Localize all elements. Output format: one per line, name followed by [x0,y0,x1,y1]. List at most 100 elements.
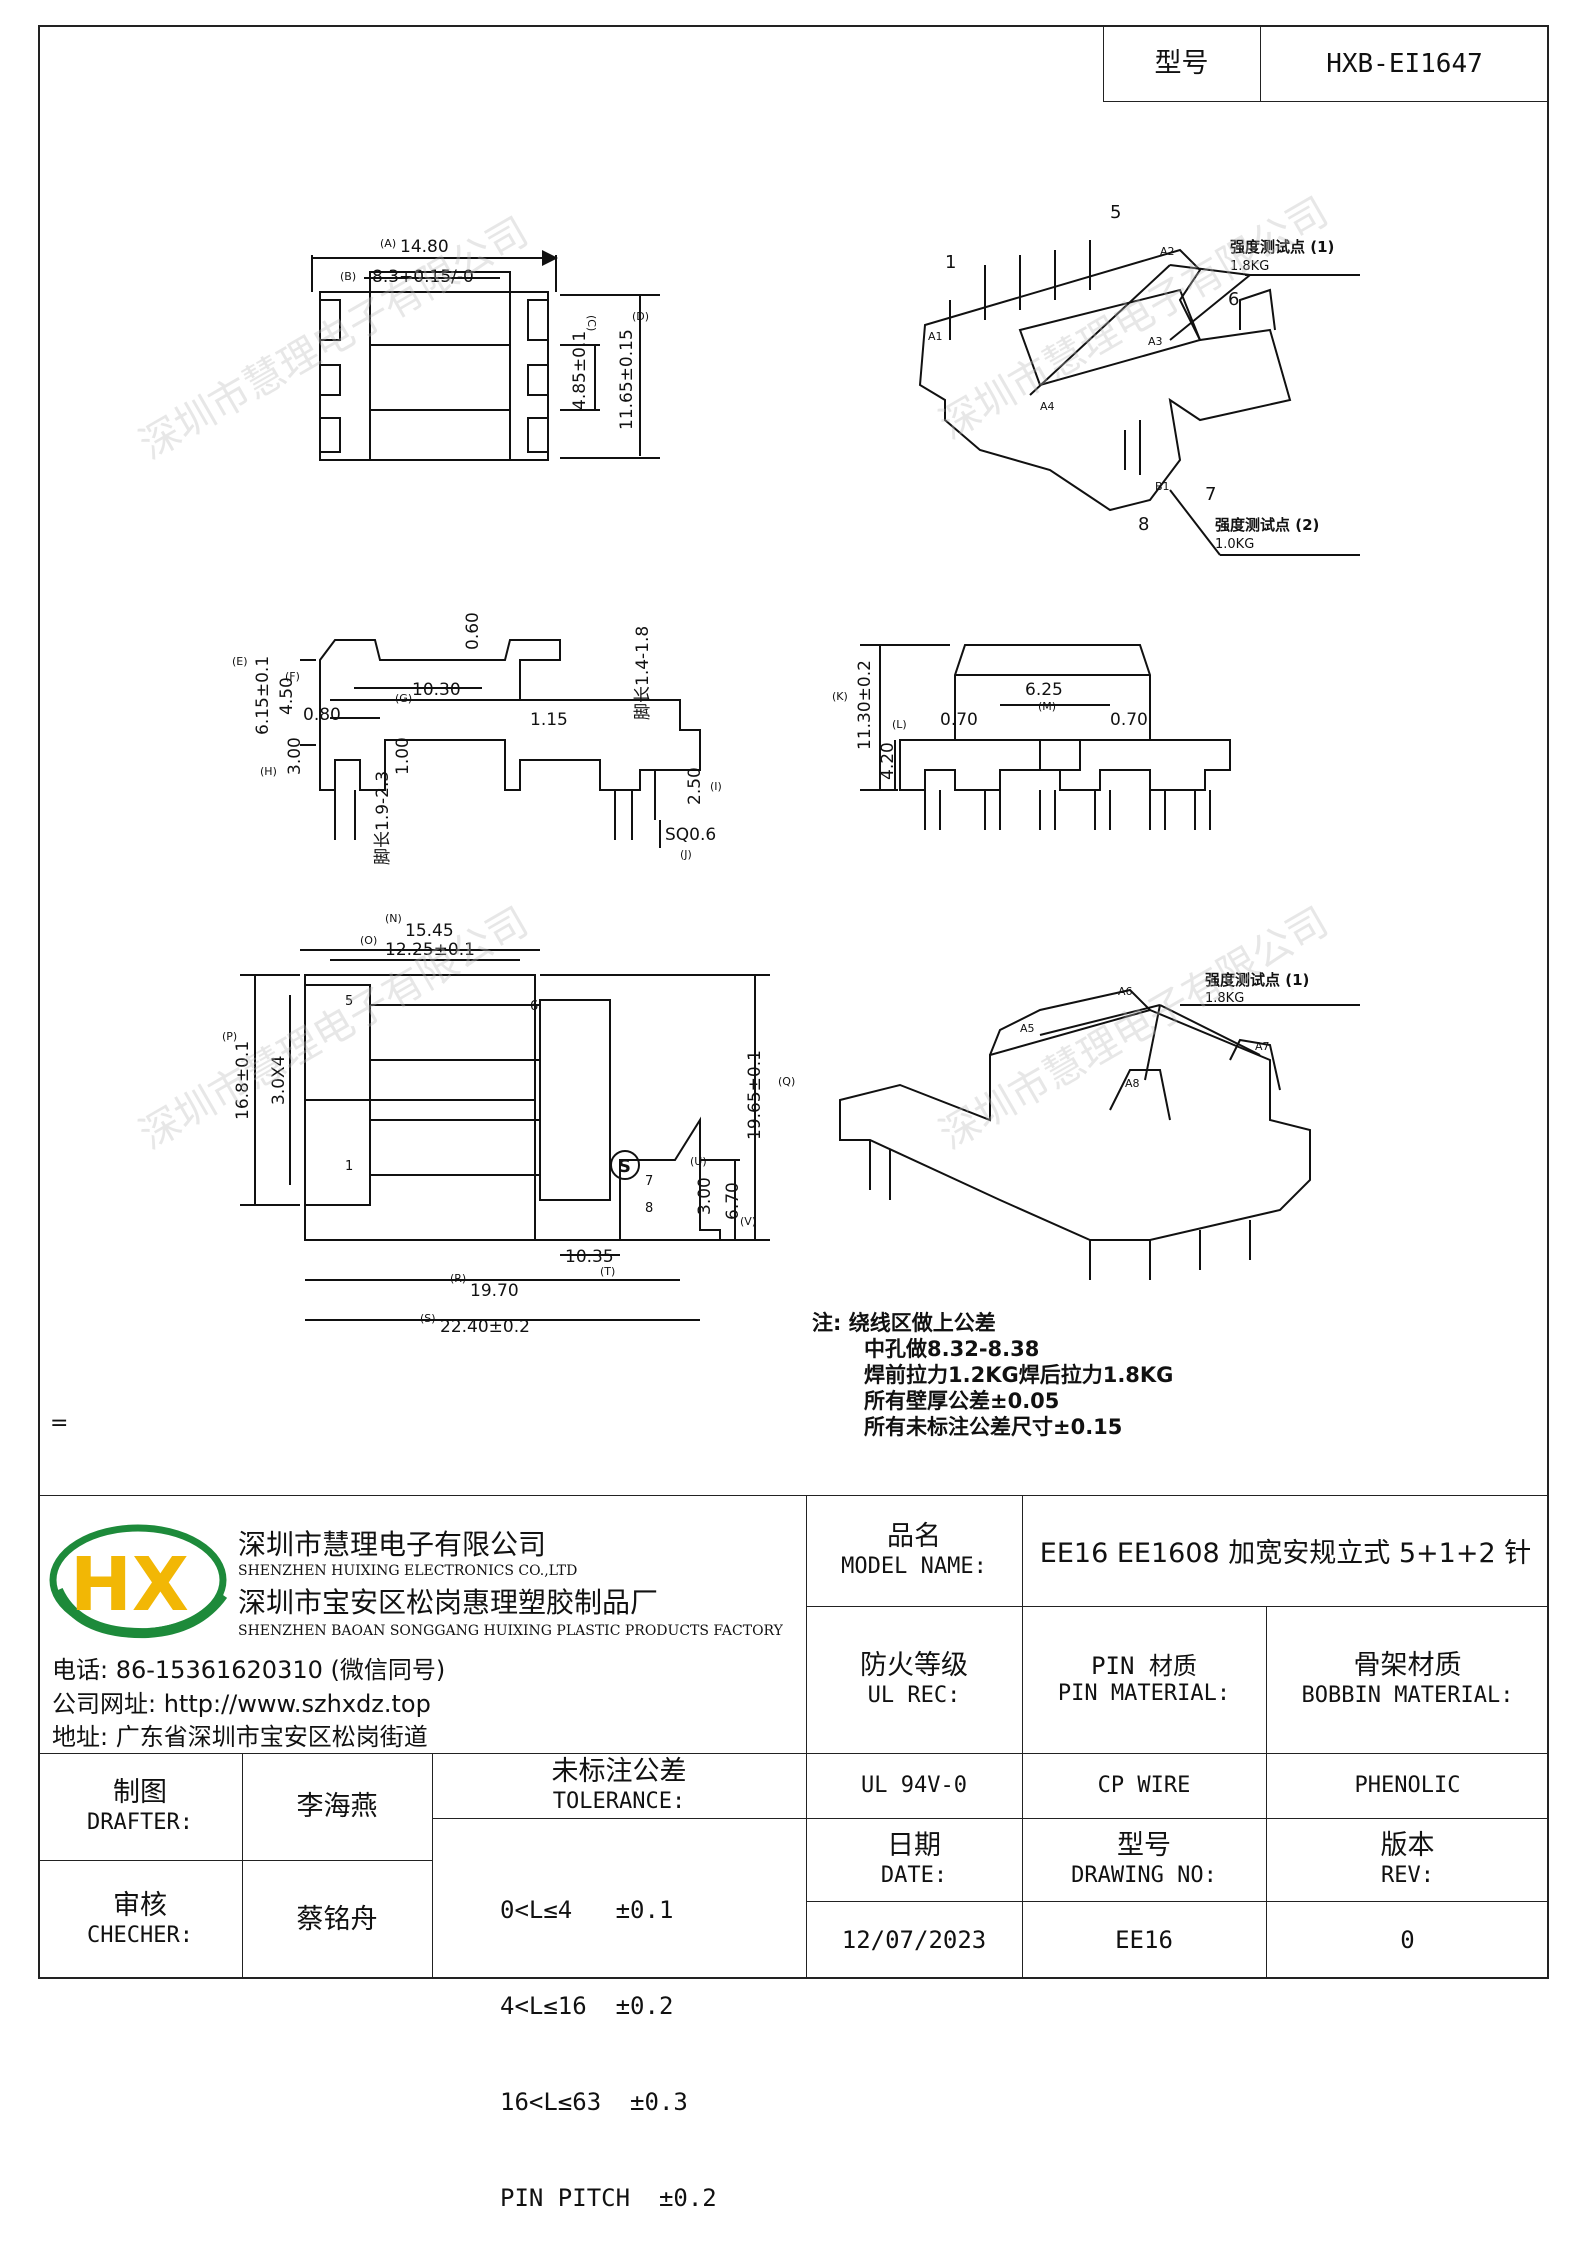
dim-g: 10.30 [412,680,461,700]
note-line: 焊前拉力1.2KG焊后拉力1.8KG [864,1363,1174,1387]
dim-n-marker: (N) [385,912,402,925]
dim-a: 14.80 [400,237,449,257]
test-point: A2 [1160,245,1175,258]
dim-s-marker: (S) [420,1312,436,1325]
pin-material-value: CP WIRE [1097,1772,1191,1798]
tolerance-line: 4<L≤16 ±0.2 [500,1992,674,2020]
pin-label: 7 [1205,484,1216,505]
test-point: B1 [1155,480,1170,493]
iso-bottom-outline [839,988,1360,1280]
dim-i-marker: (I) [710,780,722,793]
dim-t: 10.35 [565,1247,614,1267]
note-line: 所有未标注公差尺寸±0.15 [864,1415,1123,1439]
tolerance-line: 16<L≤63 ±0.3 [500,2088,688,2116]
drawing-no-value: EE16 [1115,1926,1173,1954]
dim-100: 1.00 [393,737,413,775]
dim-f-marker: (F) [285,670,300,683]
company-phone: 电话: 86-15361620310 (微信同号) [52,1656,446,1684]
dim-b-marker: (B) [340,270,356,283]
dim-060: 0.60 [463,612,483,650]
iso-top-outline [918,240,1360,556]
test-point: A4 [1040,400,1055,413]
dim-j: SQ0.6 [665,825,716,845]
tolerance-values: 0<L≤4 ±0.1 4<L≤16 ±0.2 16<L≤63 ±0.3 PIN … [500,1830,717,2246]
dim-r-marker: (R) [450,1272,466,1285]
header-model-value: HXB-EI1647 [1326,48,1483,79]
rev-value: 0 [1400,1926,1415,1954]
pin-length-b: 脚长1.4-1.8 [633,626,653,720]
test-point: A3 [1148,335,1163,348]
test1-value: 1.8KG [1230,259,1269,274]
header-model-box [1103,25,1549,102]
pin-label: 6 [1228,289,1239,310]
dim-q-marker: (Q) [778,1075,795,1088]
dim-c: 4.85±0.1 [570,331,590,410]
dim-070b: 0.70 [1110,710,1148,730]
dim-k-marker: (K) [832,690,848,703]
dim-b: 8.3+0.15/-0 [372,267,474,287]
dim-e-marker: (E) [232,655,248,668]
dim-s: 22.40±0.2 [440,1317,530,1337]
dim-pitch: 3.0X4 [269,1056,289,1106]
front-view-outline [860,644,1231,830]
dim-t-marker: (T) [600,1265,615,1278]
pin-label: 1 [345,1159,353,1174]
dim-o-marker: (O) [360,934,377,947]
dim-n: 15.45 [405,921,454,941]
drawing-frame [38,25,1549,1979]
side-view-outline [300,639,701,848]
dim-r: 19.70 [470,1281,519,1301]
dim-e: 6.15±0.1 [253,656,273,735]
iso-bottom-test-label: 强度测试点 (1) [1205,971,1309,989]
watermark: 深圳市慧理电子有限公司 [132,209,536,469]
stray-mark: = [50,1411,68,1436]
company-logo: HX [49,1524,228,1639]
dim-f: 4.50 [277,677,297,715]
drafter-value: 李海燕 [296,1790,378,1822]
company-address: 地址: 广东省深圳市宝安区松岗街道 [52,1723,428,1751]
dim-l-marker: (L) [892,718,907,731]
test-point: A7 [1255,1040,1270,1053]
dim-d-marker: (D) [632,310,649,323]
bobbin-material-value: PHENOLIC [1354,1772,1461,1798]
note-line: 所有壁厚公差±0.05 [864,1389,1060,1413]
dim-m-marker: (M) [1038,700,1056,713]
dim-q: 19.65±0.1 [745,1050,765,1140]
dim-j-marker: (J) [680,848,692,861]
tolerance-line: 0<L≤4 ±0.1 [500,1896,674,1924]
test-point: A8 [1125,1077,1140,1090]
test2-label: 强度测试点 (2) [1215,516,1319,534]
dim-p-marker: (P) [222,1030,237,1043]
test2-value: 1.0KG [1215,537,1254,552]
dim-080: 0.80 [303,705,341,725]
dim-g-marker: (G) [395,692,412,705]
test-point: A5 [1020,1022,1035,1035]
pin-label: 7 [645,1174,653,1189]
tolerance-line: PIN PITCH ±0.2 [500,2184,717,2212]
dim-m: 6.25 [1025,680,1063,700]
safety-mark: S [618,1156,631,1177]
watermark: 深圳市慧理电子有限公司 [932,189,1336,449]
model-name-value: EE16 EE1608 加宽安规立式 5+1+2 针 [1039,1538,1532,1569]
dim-v: 6.70 [723,1182,743,1220]
test-point: A1 [928,330,943,343]
watermark: 深圳市慧理电子有限公司 [932,899,1336,1159]
logo-text: HX [70,1542,189,1628]
pin-label: 6 [530,999,538,1014]
dim-d: 11.65±0.15 [617,329,637,430]
dim-p: 16.8±0.1 [233,1041,253,1120]
notes-block: 注: 绕线区做上公差 中孔做8.32-8.38 焊前拉力1.2KG焊后拉力1.8… [812,1310,1173,1440]
dim-115: 1.15 [530,710,568,730]
pin-label: 8 [645,1201,653,1216]
pin-label: 5 [345,994,353,1009]
dim-c-marker: (C) [585,315,598,331]
ul-rec-value: UL 94V-0 [861,1772,967,1798]
pin-length-a: 脚长1.9-2.3 [373,771,393,865]
